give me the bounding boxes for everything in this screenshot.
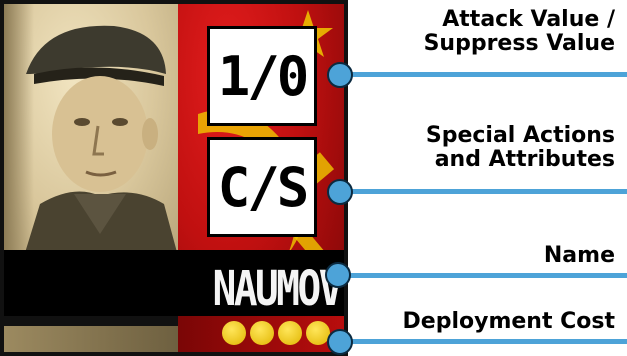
attack-callout-line1: Attack Value / (442, 7, 615, 32)
cost-coin (306, 321, 330, 345)
name-bar (4, 250, 344, 316)
name-callout-label: Name (543, 243, 615, 268)
attack-callout-label: Attack Value / Suppress Value (424, 8, 615, 56)
special-callout-line (340, 189, 627, 194)
special-callout-line2: and Attributes (434, 147, 615, 172)
cost-callout-pin (327, 329, 353, 355)
special-callout-label: Special Actions and Attributes (426, 124, 615, 172)
attack-suppress-value: 1/0 (207, 26, 317, 126)
name-callout-pin (325, 262, 351, 288)
name-callout-line (340, 273, 627, 278)
attack-callout-line2: Suppress Value (423, 31, 615, 56)
cost-coin (278, 321, 302, 345)
soldier-portrait (4, 4, 178, 256)
attack-callout-line (340, 72, 627, 77)
unit-name: NAUMOV (212, 261, 343, 317)
special-callout-line1: Special Actions (425, 123, 615, 148)
portrait-uniform-strip (4, 326, 178, 352)
cost-callout-label: Deployment Cost (402, 309, 615, 334)
cost-coin (250, 321, 274, 345)
special-attributes-value: C/S (207, 137, 317, 237)
special-callout-pin (327, 179, 353, 205)
cost-coin (222, 321, 246, 345)
unit-counter-card: 1/0 C/S NAUMOV (0, 0, 348, 356)
attack-callout-pin (327, 62, 353, 88)
cost-callout-line (340, 339, 627, 344)
